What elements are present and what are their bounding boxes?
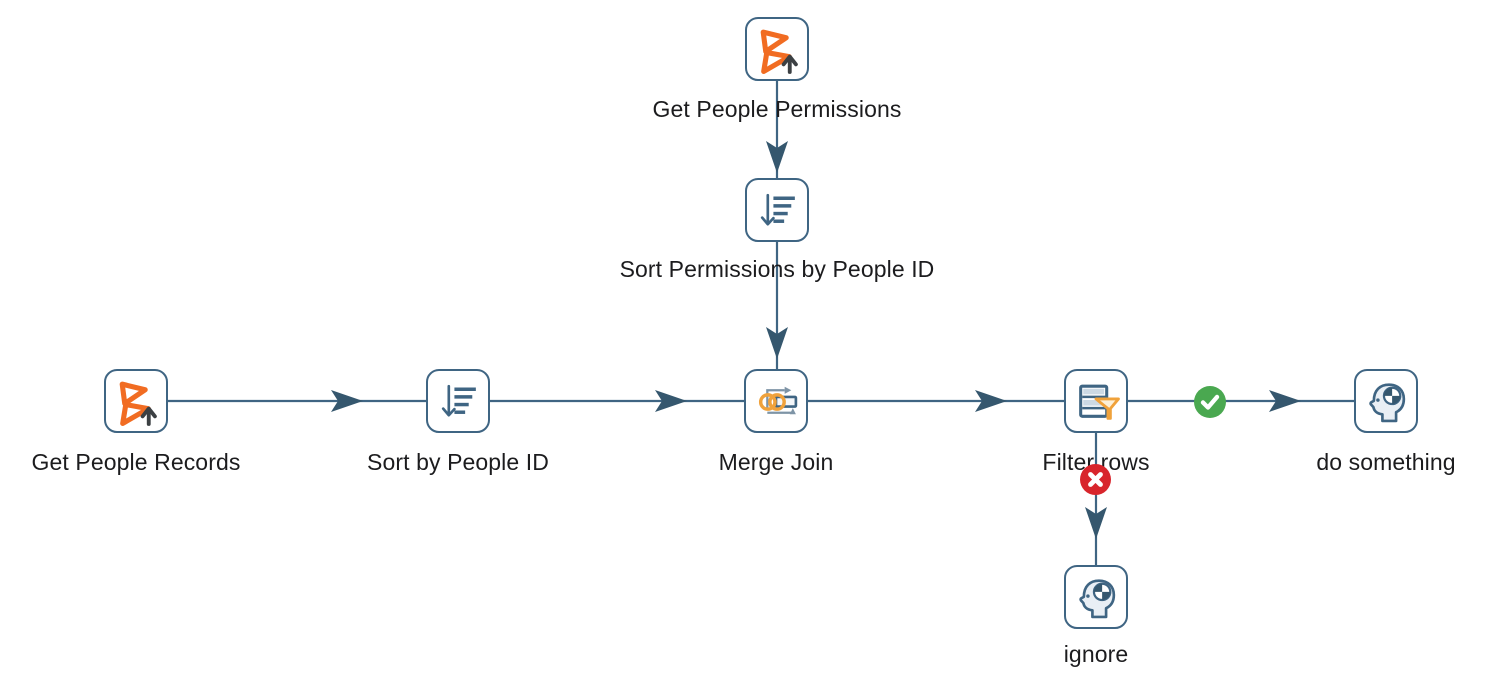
step-label-sort-permissions: Sort Permissions by People ID — [619, 256, 935, 282]
bmc-upload-icon — [112, 377, 161, 426]
filter-rows-icon — [1072, 377, 1121, 426]
step-do-something[interactable] — [1354, 369, 1418, 433]
arrowhead-icon — [766, 327, 788, 359]
arrowhead-icon — [975, 390, 1007, 412]
checkmark-icon — [1200, 394, 1220, 410]
step-label-do-something: do something — [1316, 449, 1456, 475]
step-label-sort-by-people-id: Sort by People ID — [367, 449, 549, 475]
hop-error-badge[interactable] — [1080, 464, 1111, 495]
step-sort-by-people-id[interactable] — [426, 369, 490, 433]
merge-join-icon — [752, 377, 801, 426]
step-sort-permissions[interactable] — [745, 178, 809, 242]
hop-lines[interactable] — [136, 49, 1386, 597]
arrowhead-icon — [655, 390, 687, 412]
step-filter-rows[interactable] — [1064, 369, 1128, 433]
sort-rows-icon — [753, 186, 802, 235]
sort-rows-icon — [434, 377, 483, 426]
dummy-head-icon — [1362, 377, 1411, 426]
x-mark-icon — [1088, 472, 1103, 487]
arrowhead-icon — [1269, 390, 1301, 412]
step-label-merge-join: Merge Join — [718, 449, 834, 475]
hop-arrowheads — [331, 141, 1301, 539]
hop-success-badge[interactable] — [1194, 386, 1226, 418]
arrowhead-icon — [331, 390, 363, 412]
step-label-get-people-permissions: Get People Permissions — [652, 96, 902, 122]
step-ignore[interactable] — [1064, 565, 1128, 629]
step-label-ignore: ignore — [1063, 641, 1129, 667]
dummy-head-icon — [1072, 573, 1121, 622]
step-get-people-records[interactable] — [104, 369, 168, 433]
arrowhead-icon — [766, 141, 788, 173]
bmc-upload-icon — [753, 25, 802, 74]
step-merge-join[interactable] — [744, 369, 808, 433]
step-label-get-people-records: Get People Records — [31, 449, 241, 475]
arrowhead-icon — [1085, 507, 1107, 539]
step-get-people-permissions[interactable] — [745, 17, 809, 81]
